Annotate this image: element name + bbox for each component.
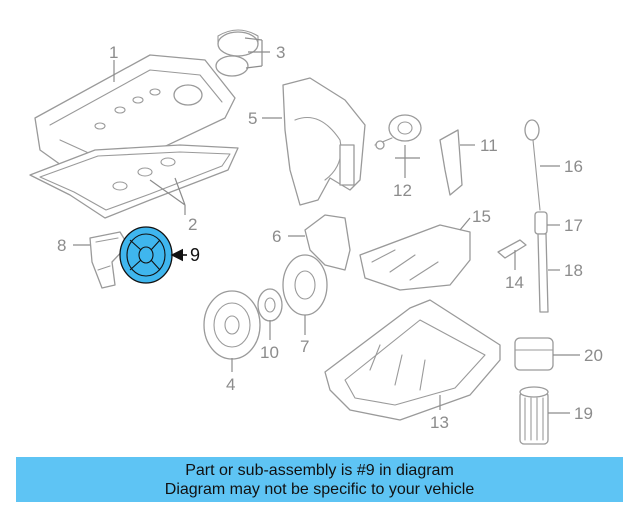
dipstick-seal-part-17[interactable]: [534, 211, 548, 235]
banner-line-disclaimer: Diagram may not be specific to your vehi…: [164, 480, 475, 498]
callout-9: 9: [190, 245, 200, 265]
dipstick-part-16[interactable]: [524, 119, 541, 211]
callout-19: 19: [574, 404, 593, 423]
callout-14: 14: [505, 273, 524, 292]
callout-3: 3: [276, 43, 285, 62]
leader-lines: [73, 37, 580, 414]
oil-cap-part-3[interactable]: [215, 29, 259, 77]
callout-7: 7: [300, 337, 309, 356]
callout-13: 13: [430, 413, 449, 432]
callout-12: 12: [393, 181, 412, 200]
rear-cover-part-6[interactable]: [304, 214, 351, 271]
callout-17: 17: [564, 216, 583, 235]
oil-cooler-part-20[interactable]: [514, 337, 554, 371]
gasket-part-2[interactable]: [29, 144, 239, 219]
clip-part-14[interactable]: [497, 239, 527, 259]
callout-8: 8: [57, 236, 66, 255]
plate-part-7[interactable]: [282, 254, 328, 316]
bracket-part-11[interactable]: [439, 129, 463, 196]
camshaft-sprocket-part-9[interactable]: [119, 226, 173, 284]
callout-6: 6: [272, 227, 281, 246]
timing-cover-part-5[interactable]: [282, 77, 366, 206]
oil-filter-part-19[interactable]: [519, 386, 549, 445]
timing-belt-part-8[interactable]: [89, 231, 129, 289]
notice-banner: Part or sub-assembly is #9 in diagram Di…: [16, 457, 623, 502]
callout-5: 5: [248, 109, 257, 128]
callout-20: 20: [584, 346, 603, 365]
callout-18: 18: [564, 261, 583, 280]
callout-11: 11: [480, 136, 498, 155]
callout-4: 4: [226, 375, 235, 394]
dipstick-tube-part-18[interactable]: [537, 233, 549, 313]
banner-line-part-info: Part or sub-assembly is #9 in diagram: [185, 461, 454, 479]
callout-15: 15: [472, 207, 491, 226]
callout-2: 2: [188, 215, 197, 234]
oil-baffle-part-15[interactable]: [359, 224, 471, 291]
crank-sprocket-part-10[interactable]: [257, 288, 283, 322]
callout-10: 10: [260, 343, 279, 362]
crank-pulley-part-4[interactable]: [203, 290, 261, 360]
tensioner-part-12[interactable]: [374, 114, 422, 150]
callout-labels: 1 2 3 4 5 6 7 8 9 10 11 12 13 14 15 16 1…: [57, 43, 603, 432]
callout-16: 16: [564, 157, 583, 176]
oil-pan-part-13[interactable]: [324, 299, 501, 421]
valve-cover-part-1[interactable]: [34, 54, 236, 176]
callout-1: 1: [109, 43, 118, 62]
parts-diagram: 1 2 3 4 5 6 7 8 9 10 11 12 13 14 15 16 1…: [29, 29, 603, 445]
